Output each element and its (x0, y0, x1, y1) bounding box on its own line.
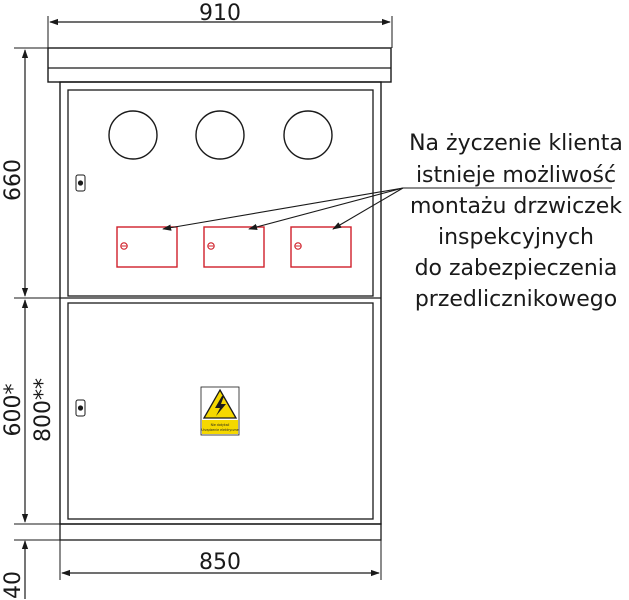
inspection-door-3 (290, 226, 352, 268)
dimension-base-height: 40 (1, 539, 60, 599)
note-line-4: inspekcyjnych (438, 225, 594, 250)
client-note: Na życzenie klienta istnieje możliwość m… (409, 131, 623, 312)
dim-label-600: 600* (1, 384, 26, 437)
note-line-6: przedlicznikowego (415, 287, 617, 312)
dimension-upper-height: 660 (1, 47, 60, 299)
note-line-2: istnieje możliwość (416, 163, 616, 188)
cabinet-base (59, 523, 382, 541)
warning-text-2: Urządzenie elektryczne (201, 428, 238, 432)
dim-label-660: 660 (1, 159, 26, 201)
meter-window-3 (283, 110, 333, 160)
meter-window-2 (195, 110, 245, 160)
dimension-bottom-width: 850 (59, 540, 382, 580)
note-line-5: do zabezpieczenia (415, 256, 618, 281)
dim-label-910: 910 (199, 1, 241, 26)
meter-window-1 (108, 110, 158, 160)
dim-label-40: 40 (1, 571, 26, 599)
lock-icon (75, 174, 86, 192)
warning-sign: Nie dotykać Urządzenie elektryczne (200, 386, 240, 436)
dimension-lower-height: 600* 800** (1, 299, 60, 525)
dim-label-800: 800** (31, 378, 56, 442)
inspection-door-1 (116, 226, 178, 268)
lower-door (67, 302, 374, 520)
note-leader-lines (162, 187, 612, 231)
note-line-3: montażu drzwiczek (410, 194, 622, 219)
lock-icon (75, 399, 86, 417)
cabinet-body (59, 81, 382, 541)
inspection-door-2 (203, 226, 265, 268)
cabinet-roof (47, 47, 392, 83)
dimension-top-width: 910 (47, 1, 393, 48)
note-line-1: Na życzenie klienta (409, 131, 623, 156)
warning-text-1: Nie dotykać (211, 423, 230, 427)
dim-label-850: 850 (199, 550, 241, 575)
